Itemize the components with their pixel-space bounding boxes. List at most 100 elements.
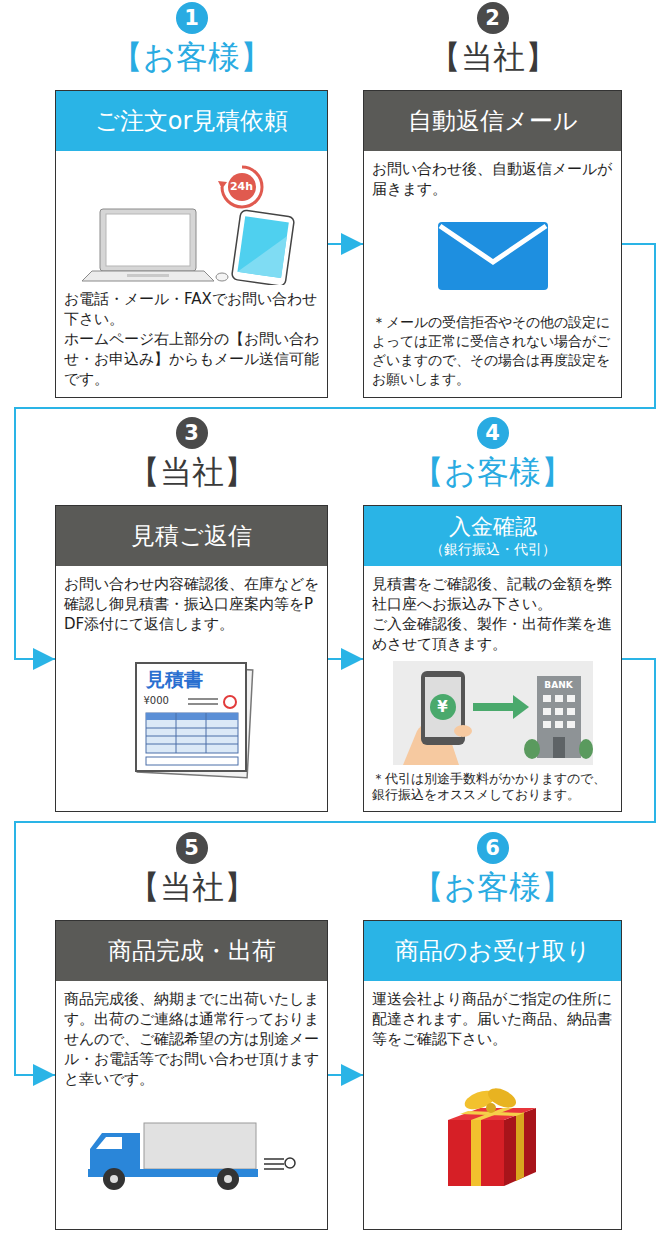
step-title: 入金確認 [449,514,537,540]
step-body: お問い合わせ内容確認後、在庫などを確認し御見積書・振込口座案内等をPDF添付にて… [56,566,327,811]
step-node: 1【お客様】ご注文or見積依頼 24hお電話・メール・FAXでお問い合わせ下さい… [55,2,328,398]
step-text: 商品完成後、納期までに出荷いたします。出荷のご連絡は通常行っておりませんので、ご… [64,989,319,1089]
illustration-shape [237,230,286,278]
clock-icon [218,167,262,207]
illustration-shape [216,273,228,281]
step-header-bar: 見積ご返信 [56,506,327,566]
step-text: 運送会社より商品がご指定の住所に配達されます。届いた商品、納品書等をご確認下さい… [372,989,613,1049]
illustration-shape [146,713,238,720]
step-heading: 【お客様】 [412,864,573,910]
illustration-shape [264,1158,284,1160]
flow-arrow [328,658,363,660]
gift-drawing [438,1078,548,1192]
illustration-shape [127,274,169,277]
illustration-shape [103,1168,125,1190]
step-body: 商品完成後、納期までに出荷いたします。出荷のご連絡は通常行っておりませんので、ご… [56,981,327,1229]
illustration-shape [264,1168,284,1170]
illustration-shape [579,739,593,759]
step-box: 自動返信メールお問い合わせ後、自動返信メールが届きます。 ＊メールの受信拒否やそ… [363,90,622,398]
step-node: 3【当社】見積ご返信お問い合わせ内容確認後、在庫などを確認し御見積書・振込口座案… [55,417,328,812]
step-number: 5 [176,832,208,864]
illustration-shape [146,727,238,728]
gift-illustration [438,1078,548,1192]
step-body: 運送会社より商品がご指定の住所に配達されます。届いた商品、納品書等をご確認下さい… [364,981,621,1229]
illustration-slot: 見積書 ¥000 [64,634,319,803]
illustration-shape [146,757,238,765]
step-box: 商品のお受け取り運送会社より商品がご指定の住所に配達されます。届いた商品、納品書… [363,920,622,1230]
illustration-shape [555,695,563,702]
illustration-shape [106,214,190,266]
step-node: 4【お客様】入金確認（銀行振込・代引）見積書をご確認後、記載の金額を弊社口座へお… [363,417,622,812]
step-heading: 【当社】 [128,864,256,910]
illustration-shape [224,696,236,708]
illustration-shape [136,663,246,771]
flow-arrow [328,243,363,245]
bank-transfer-drawing [393,661,593,765]
illustration-label: 見積書 [146,668,216,690]
illustration-shape [555,721,563,728]
illustration-label: 24h [228,179,256,195]
illustration-shape [96,1137,122,1149]
illustration-shape [504,1108,536,1186]
step-number: 3 [176,417,208,449]
illustration-shape [471,1120,481,1186]
illustration-shape [188,703,218,705]
step-number: 4 [477,417,509,449]
illustration-shape [555,708,563,715]
laptop-icon [82,209,228,281]
step-node: 6【お客様】商品のお受け取り運送会社より商品がご指定の住所に配達されます。届いた… [363,832,622,1230]
step-subtitle: （銀行振込・代引） [430,540,556,558]
illustration-shape [567,695,575,702]
step-text: ご入金確認後、製作・出荷作業を進めさせて頂きます。 [372,614,613,654]
step-box: ご注文or見積依頼 24hお電話・メール・FAXでお問い合わせ下さい。ホームペー… [55,90,328,398]
step-node: 2【当社】自動返信メールお問い合わせ後、自動返信メールが届きます。 ＊メールの受… [363,2,622,398]
mail-drawing [433,218,553,294]
illustration-shape [110,1175,118,1183]
step-note: ＊代引は別途手数料がかかりますので、銀行振込をオススメしております。 [372,771,613,803]
illustration-shape [90,1133,140,1173]
illustration-label: ¥ [433,697,453,717]
illustration-shape [285,1158,295,1168]
illustration-shape [146,713,238,753]
illustration-shape [188,698,218,700]
step-body: お問い合わせ後、自動返信メールが届きます。 ＊メールの受信拒否やその他の設定によ… [364,151,621,397]
envelope-flap [440,226,546,262]
illustration-shape [100,209,196,271]
step-header-bar: 自動返信メール [364,91,621,151]
illustration-label: ¥000 [144,695,184,707]
illustration-shape [430,694,456,720]
illustration-slot: 24h [64,159,319,289]
illustration-slot: ¥BANK [372,654,613,771]
step-title: 商品のお受け取り [395,936,591,966]
illustration-shape [217,1168,239,1190]
illustration-shape [146,743,238,744]
step-text: お問い合わせ後、自動返信メールが届きます。 [372,159,613,199]
step-text: お電話・メール・FAXでお問い合わせ下さい。 [64,289,319,329]
step-header-bar: 入金確認（銀行振込・代引） [364,506,621,566]
step-heading: 【当社】 [128,449,256,495]
step-box: 入金確認（銀行振込・代引）見積書をご確認後、記載の金額を弊社口座へお振込み下さい… [363,505,622,812]
illustration-shape [553,737,565,758]
truck-drawing [82,1117,302,1193]
illustration-shape [543,708,551,715]
step-text: お問い合わせ内容確認後、在庫などを確認し御見積書・振込口座案内等をPDF添付にて… [64,574,319,634]
illustration-shape [144,1123,256,1169]
step-text: ホームページ右上部分の【お問い合わせ・お申込み】からもメール送信可能です。 [64,329,319,389]
illustration-shape [393,661,593,765]
truck-illustration [82,1117,302,1193]
illustration-shape [222,167,262,207]
illustration-shape [237,216,288,278]
step-box: 見積ご返信お問い合わせ内容確認後、在庫などを確認し御見積書・振込口座案内等をPD… [55,505,328,812]
step-heading: 【お客様】 [412,449,573,495]
illustration-shape [486,1103,496,1113]
step-title: 自動返信メール [408,106,578,136]
illustration-shape [231,210,294,285]
step-number: 6 [477,832,509,864]
illustration-shape [513,695,529,719]
illustration-shape [543,695,551,702]
step-body: 見積書をご確認後、記載の金額を弊社口座へお振込み下さい。ご入金確認後、製作・出荷… [364,566,621,811]
illustration-shape [224,1175,232,1183]
illustration-shape [543,721,551,728]
